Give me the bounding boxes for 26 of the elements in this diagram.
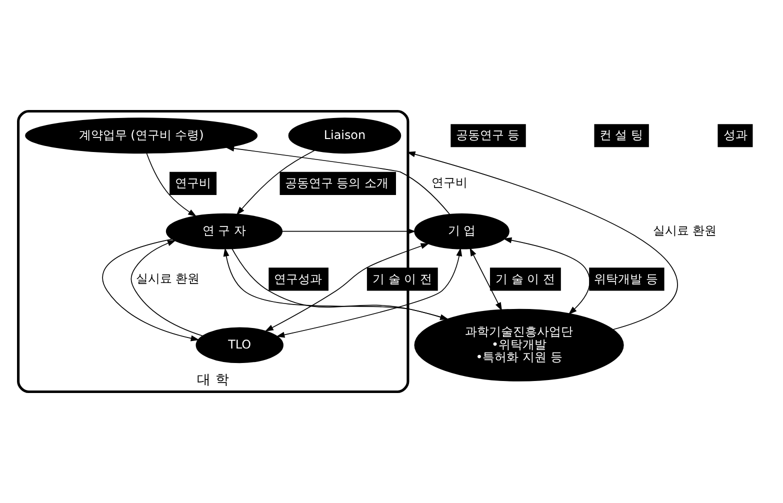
arrow [102, 238, 200, 342]
arrow [276, 248, 462, 338]
label: 성과 [723, 128, 748, 142]
arrow [470, 248, 502, 311]
arrow [236, 150, 315, 216]
arrow [282, 228, 416, 234]
edge-label: 연구비 [175, 176, 212, 190]
node-ellipse: Liaison [288, 118, 402, 154]
edge-label: 연구성과 [274, 272, 322, 286]
edge-label: 연구비 [431, 176, 468, 190]
edge-label: 기 술 이 전 [496, 272, 555, 286]
arrow [264, 243, 430, 332]
node-ellipse: 계약업무 (연구비 수령) [25, 118, 258, 154]
node-ellipse: TLO [196, 327, 284, 364]
edge-label: 실시료 환원 [652, 223, 717, 238]
node-ellipse: 과학기술진흥사업단 •위탁개발 •특허화 지원 등 [414, 308, 624, 382]
edge-label: 실시료 환원 [136, 271, 200, 286]
label: 공동연구 등 [456, 128, 520, 142]
arrow [146, 152, 197, 217]
arrow [503, 237, 590, 315]
edge-label: 위탁개발 등 [594, 272, 658, 286]
arrow [226, 146, 450, 215]
arrow [130, 240, 204, 336]
label: 컨 설 팅 [599, 128, 643, 142]
edge-label: 공동연구 등의 소개 [284, 176, 389, 190]
arrow [406, 151, 678, 330]
